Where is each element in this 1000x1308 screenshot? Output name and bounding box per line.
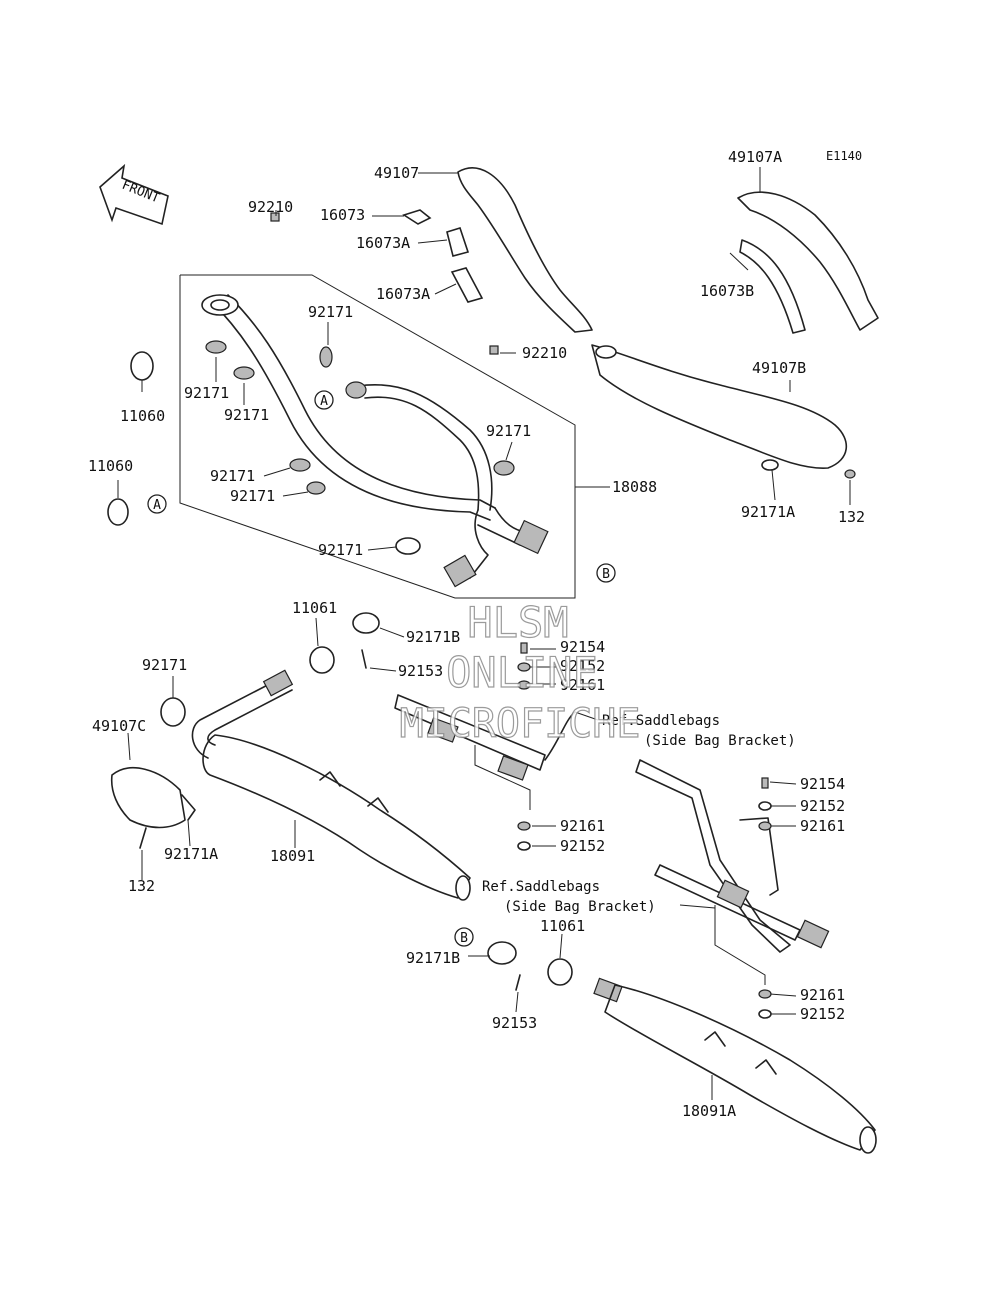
ref2-line2: (Side Bag Bracket)	[504, 899, 656, 915]
label-92210-2: 92210	[522, 344, 567, 362]
watermark-line3: MICROFICHE	[400, 701, 641, 747]
gaskets-and-clamps	[107, 212, 515, 555]
saddlebag-bracket-lower	[635, 759, 830, 985]
part-labels: 49107 49107A 16073 16073A 16073A 16073B …	[88, 148, 865, 1120]
label-92154-1: 92154	[560, 638, 605, 656]
label-92171-7: 92171	[318, 541, 363, 559]
diagram-code: E1140	[826, 149, 862, 163]
label-49107: 49107	[374, 164, 419, 182]
callout-b-lower-text: B	[460, 931, 468, 946]
label-11060-2: 11060	[88, 457, 133, 475]
label-18088: 18088	[612, 478, 657, 496]
label-92153-2: 92153	[492, 1014, 537, 1032]
label-16073A-1: 16073A	[356, 234, 410, 252]
label-92171A-1: 92171A	[741, 503, 795, 521]
label-132-1: 132	[838, 508, 865, 526]
label-92171-5: 92171	[210, 467, 255, 485]
saddlebag-bracket-upper	[394, 694, 576, 810]
watermark-line2: ONLINE	[446, 648, 598, 697]
label-49107B: 49107B	[752, 359, 806, 377]
heat-cover-49107B	[591, 344, 848, 471]
leader-lines	[117, 167, 851, 1100]
callout-b-upper	[596, 563, 616, 583]
front-arrow-icon: FRONT	[99, 163, 169, 226]
label-92161-3: 92161	[800, 817, 845, 835]
label-92171-2: 92171	[184, 384, 229, 402]
clamp-92171B-upper	[352, 612, 380, 634]
callout-a-upper-text: A	[320, 394, 328, 409]
label-132-2: 132	[128, 877, 155, 895]
muffler-18091A	[487, 941, 877, 1154]
label-92210-1: 92210	[248, 198, 293, 216]
heat-cover-49107	[402, 167, 593, 333]
label-49107A: 49107A	[728, 148, 782, 166]
header-pipe-assembly	[179, 274, 610, 599]
label-11061-1: 11061	[292, 599, 337, 617]
watermark-line1: HLSM	[467, 598, 568, 647]
ref2-line1: Ref.Saddlebags	[482, 879, 600, 895]
label-92171A-2: 92171A	[164, 845, 218, 863]
label-11060-1: 11060	[120, 407, 165, 425]
watermark: HLSM ONLINE MICROFICHE	[399, 597, 641, 747]
label-18091A: 18091A	[682, 1102, 736, 1120]
label-92171-1: 92171	[308, 303, 353, 321]
heat-cover-49107A	[737, 191, 879, 334]
hardware-marks	[517, 469, 856, 1019]
label-92171B-1: 92171B	[406, 628, 460, 646]
label-92171-8: 92171	[142, 656, 187, 674]
label-11061-2: 11061	[540, 917, 585, 935]
reference-notes: Ref.Saddlebags (Side Bag Bracket) Ref.Sa…	[482, 713, 796, 915]
label-92161-4: 92161	[800, 986, 845, 1004]
bolt-92153-upper	[361, 649, 367, 669]
label-92171-3: 92171	[224, 406, 269, 424]
label-16073: 16073	[320, 206, 365, 224]
connector-11061-upper	[309, 646, 335, 674]
callout-a-lower-text: A	[153, 498, 161, 513]
label-18091: 18091	[270, 847, 315, 865]
label-92154-2: 92154	[800, 775, 845, 793]
label-92152-1: 92152	[560, 657, 605, 675]
label-92152-4: 92152	[800, 1005, 845, 1023]
label-92171-6: 92171	[230, 487, 275, 505]
callout-b-lower	[454, 927, 474, 947]
ref1-line2: (Side Bag Bracket)	[644, 733, 796, 749]
label-49107C: 49107C	[92, 717, 146, 735]
label-16073A-2: 16073A	[376, 285, 430, 303]
ref1-line1: Ref.Saddlebags	[602, 713, 720, 729]
label-92171-4: 92171	[486, 422, 531, 440]
callout-b-upper-text: B	[602, 567, 610, 582]
muffler-18091	[191, 669, 471, 901]
label-92161-2: 92161	[560, 817, 605, 835]
label-92152-3: 92152	[800, 797, 845, 815]
label-92161-1: 92161	[560, 676, 605, 694]
label-92152-2: 92152	[560, 837, 605, 855]
label-16073B: 16073B	[700, 282, 754, 300]
label-92171B-2: 92171B	[406, 949, 460, 967]
callout-a-lower	[147, 494, 167, 514]
label-92153-1: 92153	[398, 662, 443, 680]
callout-a-upper	[314, 390, 334, 410]
